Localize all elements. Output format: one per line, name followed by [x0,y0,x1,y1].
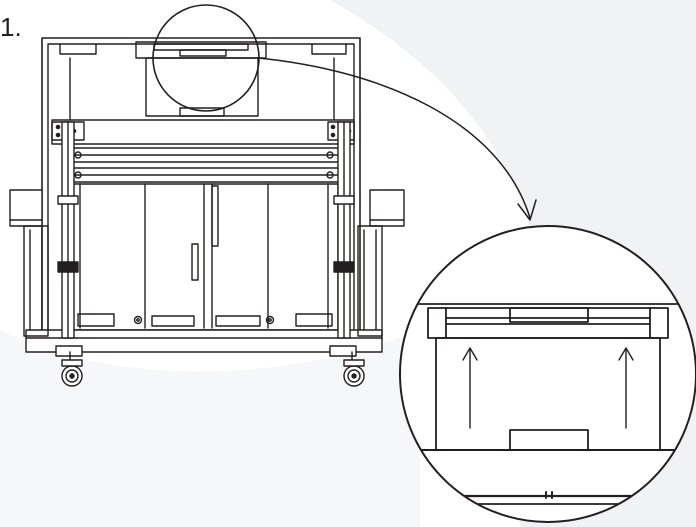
zoom-arrowhead [517,199,537,221]
up-arrow [618,347,634,429]
zoom-arrow [257,57,531,219]
detail-magnified-view [399,225,696,523]
up-arrow [462,347,478,429]
left-side-bracket [23,225,49,337]
mounting-plate [51,119,355,145]
detail-circle-outline [399,225,696,523]
cable-slot-left [191,243,199,281]
top-right-tab [311,43,347,55]
right-side-bracket [357,225,383,337]
top-left-tab [59,43,97,55]
base-bar [25,329,383,353]
display-panel-outline [41,37,361,349]
cable-slot-right [211,185,219,247]
left-caster-wheel [61,351,83,387]
right-caster-wheel [343,351,365,387]
mount-frame-front-view [9,37,405,387]
background-swoosh-lower [0,330,420,527]
step-number: 1. [0,12,22,42]
